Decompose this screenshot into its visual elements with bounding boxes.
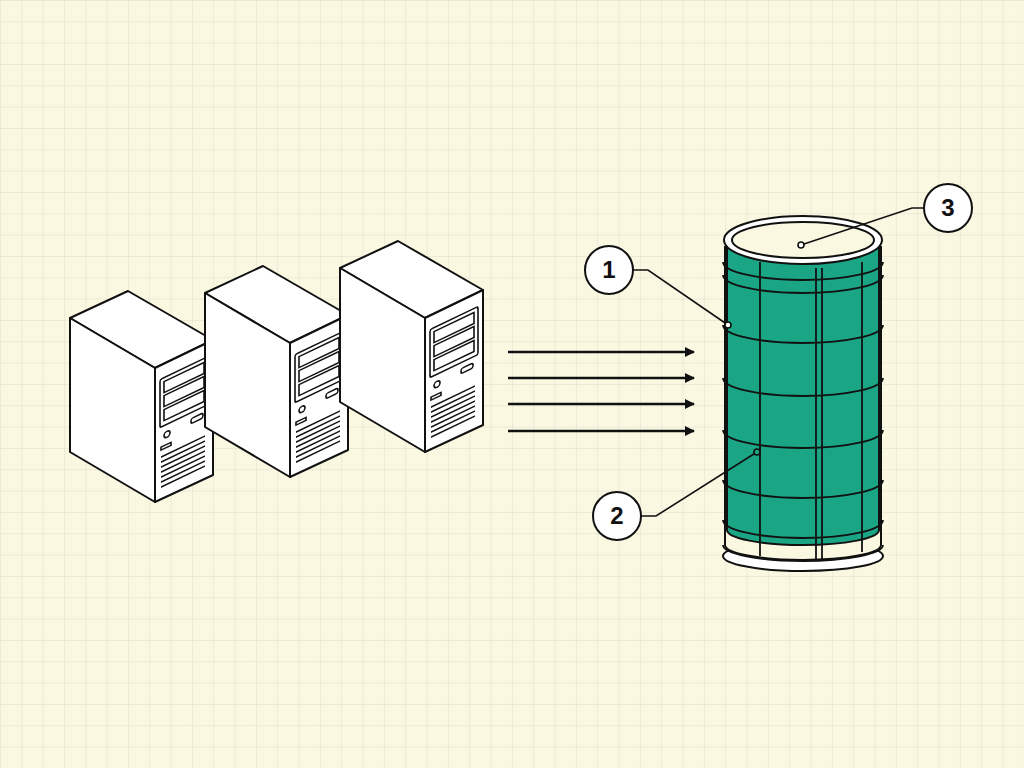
leader-lines — [632, 208, 924, 516]
storage-cylinder — [723, 216, 883, 571]
server-tower — [340, 241, 483, 452]
callout-number: 1 — [589, 255, 629, 285]
callout-circles — [585, 184, 972, 540]
callout-number: 2 — [597, 501, 637, 531]
server-tower — [70, 291, 213, 502]
server-tower — [205, 266, 348, 477]
callout-number: 3 — [928, 193, 968, 223]
data-arrows — [508, 352, 694, 431]
